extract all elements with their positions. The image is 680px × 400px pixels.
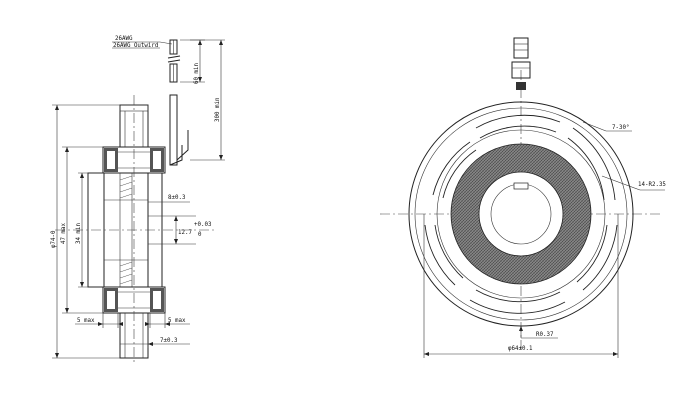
dim-5-right: 5 max <box>145 313 190 328</box>
dim-300-min: 300 min <box>190 39 225 161</box>
wire-label-1: 26AWG <box>115 36 133 42</box>
dim-12-tol-upper: +0.03 <box>194 222 212 228</box>
dim-60-min: 60 min <box>180 39 205 84</box>
dim-outer-diameter: φ74-0 <box>51 104 120 359</box>
wire-terminals <box>167 39 181 83</box>
dim-12-7: 12.7 +0.03 0 <box>148 215 212 245</box>
slots <box>424 114 618 314</box>
dim-47-max: 47 max <box>61 146 103 314</box>
dim-5-left-label: 5 max <box>77 318 95 324</box>
dim-r-label: R0.37 <box>536 332 554 338</box>
side-view: 26AWG 26AWG Outwird 60 min 300 min <box>51 36 225 365</box>
keyway <box>513 182 529 190</box>
dim-holes: 14-R2.35 <box>601 175 666 191</box>
dim-34-min: 34 min <box>76 172 104 288</box>
dim-60-label: 60 min <box>194 63 200 84</box>
dim-5-left: 5 max <box>75 313 123 328</box>
dim-12-tol-lower: 0 <box>198 232 202 238</box>
dim-angle: 7-30° <box>582 121 632 132</box>
dim-47-label: 47 max <box>61 223 67 244</box>
wire-label-2: 26AWG Outwird <box>113 43 158 49</box>
dim-dia-label: φ64±0.1 <box>508 346 533 352</box>
dim-angle-label: 7-30° <box>612 125 629 131</box>
dim-diameter: φ64±0.1 <box>423 214 619 358</box>
dim-8: 8±0.3 <box>148 195 190 203</box>
lead-wire <box>169 94 189 166</box>
dim-34-label: 34 min <box>76 223 82 244</box>
connector <box>511 37 531 90</box>
front-view: 7-30° 14-R2.35 R0.37 φ64±0.1 <box>380 37 666 358</box>
dim-300-label: 300 min <box>215 98 221 122</box>
housing-lower <box>102 286 166 314</box>
dim-5-right-label: 5 max <box>168 318 186 324</box>
dim-holes-label: 14-R2.35 <box>638 182 666 188</box>
dim-r: R0.37 <box>519 326 558 339</box>
dim-8-label: 8±0.3 <box>168 195 186 201</box>
dim-od-label: φ74-0 <box>51 230 57 248</box>
housing-upper <box>102 146 166 174</box>
dim-7-label: 7±0.3 <box>160 338 178 344</box>
dim-12-label: 12.7 <box>178 230 192 236</box>
dim-7: 7±0.3 <box>120 330 190 348</box>
